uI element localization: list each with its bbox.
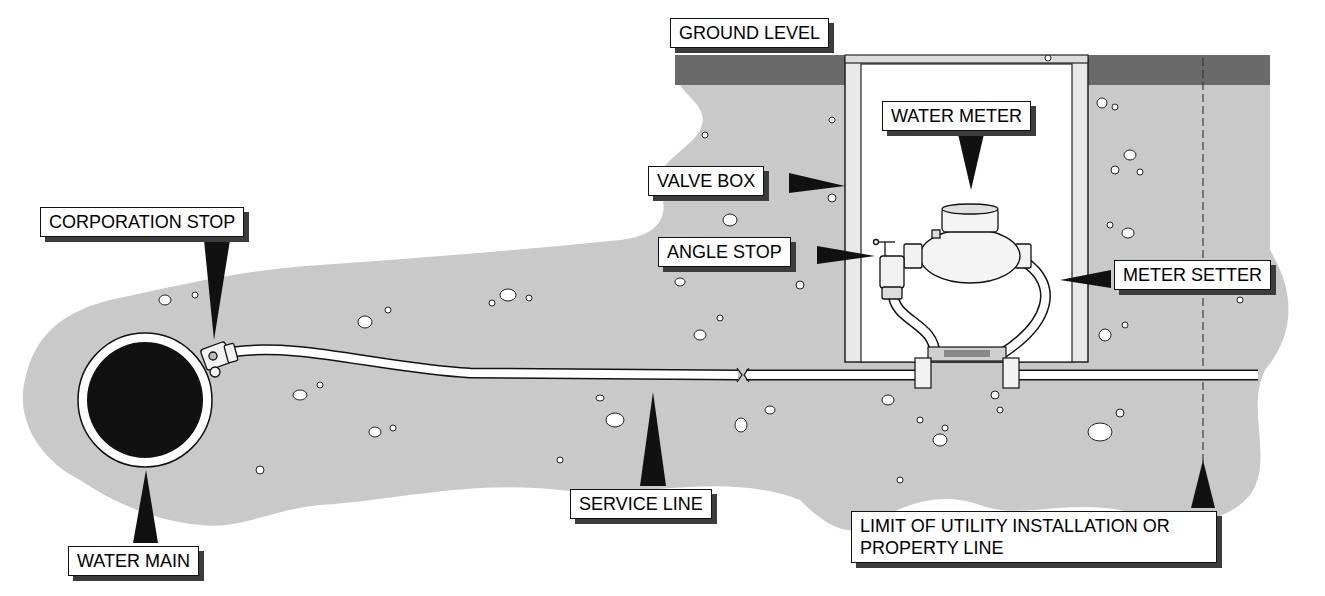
pebble [1237, 297, 1243, 303]
pebble [723, 214, 737, 226]
pebble [1107, 222, 1113, 228]
label-text: WATER METER [891, 105, 1022, 127]
pebble [933, 434, 947, 446]
pebble [489, 300, 495, 306]
part-label: WATER METER [882, 101, 1031, 131]
label-text: GROUND LEVEL [679, 22, 820, 44]
pebble [829, 117, 835, 123]
pebble [694, 330, 706, 340]
pebble [606, 413, 624, 427]
part-label: ANGLE STOP [658, 237, 791, 267]
pebble [192, 292, 198, 298]
water-main [78, 333, 212, 467]
label-text: CORPORATION STOP [49, 211, 235, 233]
pebble [159, 295, 171, 305]
pebble [596, 395, 604, 401]
ground-level-label: GROUND LEVEL [670, 18, 829, 48]
angle-stop-valve [874, 240, 905, 300]
pebble [897, 477, 903, 483]
valve-box-wall [845, 58, 1088, 362]
service-line-pipe [232, 350, 1258, 382]
pebble [500, 289, 516, 301]
pebble [765, 406, 775, 414]
pebble [1116, 409, 1124, 417]
pebble [882, 395, 894, 405]
pebble [1099, 329, 1111, 341]
pebble [675, 278, 685, 286]
label-text: ANGLE STOP [667, 241, 782, 263]
pebble [1097, 98, 1107, 108]
boundary-label: LIMIT OF UTILITY INSTALLATION OR PROPERT… [851, 511, 1217, 563]
pebble [369, 427, 381, 437]
pebble [1112, 104, 1118, 110]
pebble [735, 418, 747, 432]
part-label: SERVICE LINE [570, 489, 712, 519]
leader-pointers [133, 134, 1215, 543]
pebble [256, 466, 264, 474]
pebble [717, 315, 723, 321]
pebble [991, 391, 999, 399]
pebble [997, 407, 1003, 413]
valve-box-inside [861, 64, 1072, 362]
part-label: WATER MAIN [68, 546, 199, 576]
part-label: CORPORATION STOP [40, 207, 244, 237]
pebble [1088, 423, 1112, 441]
label-text: LIMIT OF UTILITY INSTALLATION OR PROPERT… [860, 515, 1208, 559]
pebble [293, 390, 307, 400]
corporation-stop [200, 341, 238, 377]
pebble [1111, 166, 1119, 174]
label-text: WATER MAIN [77, 550, 190, 572]
pebble [1124, 150, 1136, 160]
lid-notch [1045, 55, 1051, 61]
part-label: METER SETTER [1114, 260, 1271, 290]
pebble [917, 417, 923, 423]
pebble [1137, 169, 1143, 175]
pebble [828, 194, 836, 202]
pebble [1122, 322, 1128, 328]
pebble [1122, 228, 1134, 238]
label-text: SERVICE LINE [579, 493, 703, 515]
pebble [317, 382, 323, 388]
soil [23, 85, 1289, 530]
pebble [557, 457, 563, 463]
pebble [942, 425, 948, 431]
pebble [358, 316, 372, 328]
pebble [385, 307, 391, 313]
label-text: VALVE BOX [657, 170, 755, 192]
part-label: VALVE BOX [648, 166, 764, 196]
pebble [526, 295, 532, 301]
water-main-bore [87, 342, 203, 458]
valve-box-lid [845, 55, 1088, 63]
pebble [390, 425, 396, 431]
pebble [702, 132, 708, 138]
water-meter [904, 204, 1031, 283]
pebble [796, 281, 804, 289]
label-text: METER SETTER [1123, 264, 1262, 286]
